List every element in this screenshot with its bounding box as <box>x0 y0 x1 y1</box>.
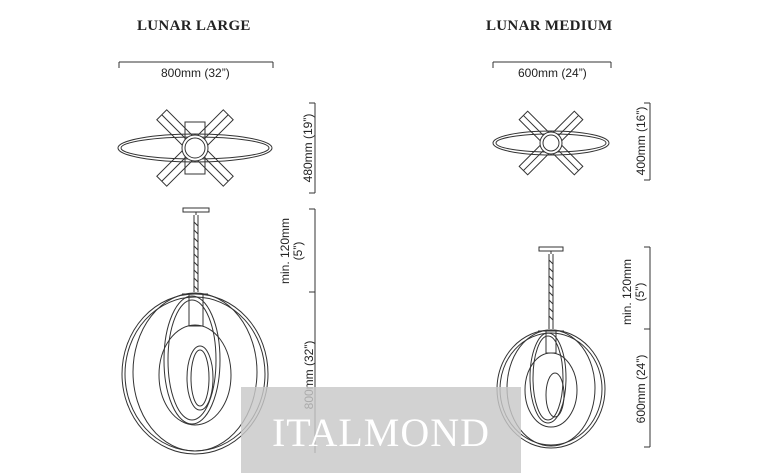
medium-drop-label: min. 120mm (5”) <box>620 247 649 337</box>
large-drop-label: min. 120mm (5”) <box>278 206 307 296</box>
lunar-medium-title: LUNAR MEDIUM <box>486 18 613 34</box>
large-top-height-dimension-line <box>309 102 316 194</box>
medium-width-dimension-line <box>492 61 612 68</box>
watermark-text: ITALMOND <box>271 410 491 455</box>
large-drop-label-line2: (5”) <box>291 241 305 261</box>
medium-width-label: 600mm (24”) <box>518 66 587 80</box>
medium-top-height-dimension-line <box>644 102 651 181</box>
medium-top-height-label: 400mm (16”) <box>634 106 648 176</box>
medium-body-height-label: 600mm (24”) <box>634 354 648 424</box>
medium-drop-label-line2: (5”) <box>633 282 647 302</box>
medium-chain <box>548 254 554 329</box>
medium-ceiling-canopy <box>538 246 564 254</box>
large-pendant-body <box>121 292 269 455</box>
large-width-dimension-line <box>118 61 274 68</box>
large-chain <box>193 215 199 292</box>
large-ceiling-canopy <box>182 207 210 215</box>
watermark-box: ITALMOND <box>241 387 521 473</box>
large-width-label: 800mm (32”) <box>161 66 230 80</box>
lunar-large-title: LUNAR LARGE <box>137 18 251 34</box>
large-top-view <box>117 109 273 187</box>
medium-top-view <box>492 110 610 176</box>
large-top-height-label: 480mm (19”) <box>301 113 315 183</box>
medium-vertical-dimension-line <box>644 246 651 448</box>
